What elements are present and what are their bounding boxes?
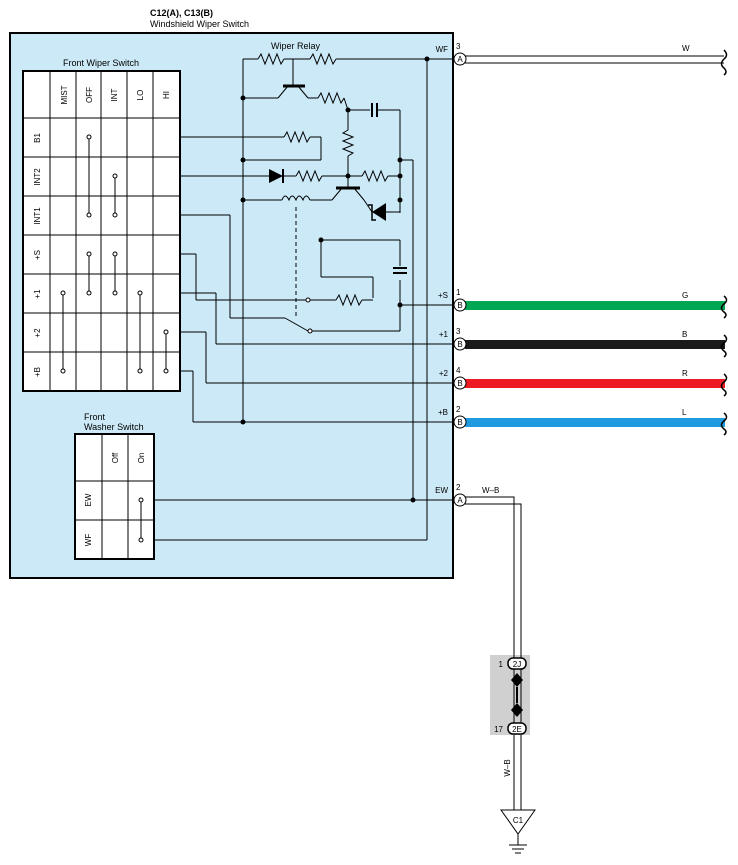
washer-col-on: On [137, 453, 146, 464]
terminal-plus-2-connector: B [457, 379, 462, 388]
terminal-ew-connector: A [457, 496, 463, 505]
row-plus-s: +S [33, 250, 42, 260]
wire-label-g: G [682, 291, 688, 300]
wire-g [465, 301, 725, 310]
col-mist: MIST [60, 85, 69, 104]
junction-arrow [511, 673, 523, 687]
junction-dots [240, 56, 430, 503]
terminal-ew-name: EW [435, 486, 448, 495]
terminal-plus-1-connector: B [457, 340, 462, 349]
wire-b [465, 340, 725, 349]
washer-title-line1: Front [84, 412, 106, 422]
junction-arrow [511, 703, 523, 717]
terminal-plus-s-pin: 1 [456, 288, 461, 297]
wire-r [465, 379, 725, 388]
terminal-plus-s-name: +S [438, 291, 448, 300]
junction-bottom-connector: 2E [512, 725, 522, 734]
junction-connector-top [507, 657, 527, 670]
wire-label-ew: W–B [482, 486, 499, 495]
terminal-plus-2-name: +2 [439, 369, 449, 378]
zener-diode-bar [368, 204, 376, 221]
row-plus-1: +1 [33, 289, 42, 299]
front-washer-switch: Front Washer Switch Off On EW WF [74, 412, 155, 560]
washer-row-ew: EW [84, 493, 93, 506]
junction-connector-bottom [507, 722, 527, 735]
internal-wiring [154, 52, 460, 541]
col-hi: HI [162, 91, 171, 99]
row-int1: INT1 [33, 207, 42, 225]
row-plus-b: +B [33, 367, 42, 377]
washer-row-wf: WF [84, 534, 93, 547]
component-name: Windshield Wiper Switch [150, 19, 249, 29]
terminal-plus-b-pin: 2 [456, 405, 461, 414]
diode-symbol [269, 169, 283, 183]
relay-contact-dot [307, 328, 313, 334]
connector-ids: C12(A), C13(B) [150, 8, 213, 18]
terminal-wf-name: WF [436, 45, 449, 54]
junction-top-connector: 2J [513, 660, 521, 669]
relay-contact-arm [284, 317, 309, 332]
washer-col-off: Off [111, 452, 120, 463]
terminal-plus-1-name: +1 [439, 330, 449, 339]
ground-triangle [500, 809, 536, 835]
wire-label-l: L [682, 408, 687, 417]
junction-bottom-pin: 17 [494, 725, 503, 734]
ground-label: C1 [513, 816, 524, 825]
wiper-relay-title: Wiper Relay [271, 41, 321, 51]
col-lo: LO [136, 90, 145, 101]
wire-label-w: W [682, 44, 690, 53]
row-b1: B1 [33, 133, 42, 143]
front-wiper-switch: Front Wiper Switch MIST OFF INT LO HI B1… [22, 58, 181, 392]
col-int: INT [110, 88, 119, 101]
junction-wire-label: W–B [503, 759, 512, 776]
terminal-ew-pin: 2 [456, 483, 461, 492]
relay-contact-dot [305, 297, 311, 303]
terminal-wf-pin: 3 [456, 42, 461, 51]
row-plus-2: +2 [33, 328, 42, 338]
external-wires [465, 49, 728, 810]
wire-label-r: R [682, 369, 688, 378]
row-int2: INT2 [33, 168, 42, 186]
washer-title-line2: Washer Switch [84, 422, 144, 432]
wire-label-b: B [682, 330, 687, 339]
front-wiper-switch-title: Front Wiper Switch [63, 58, 139, 68]
terminal-plus-b-name: +B [438, 408, 448, 417]
wire-l [465, 418, 725, 427]
terminal-plus-s-connector: B [457, 301, 462, 310]
terminal-plus-1-pin: 3 [456, 327, 461, 336]
terminal-plus-2-pin: 4 [456, 366, 461, 375]
col-off: OFF [85, 87, 94, 103]
zener-diode-symbol [372, 203, 386, 221]
junction-top-pin: 1 [499, 660, 504, 669]
terminal-connectors [453, 52, 467, 507]
terminal-wf-connector: A [457, 55, 463, 64]
terminal-plus-b-connector: B [457, 418, 462, 427]
